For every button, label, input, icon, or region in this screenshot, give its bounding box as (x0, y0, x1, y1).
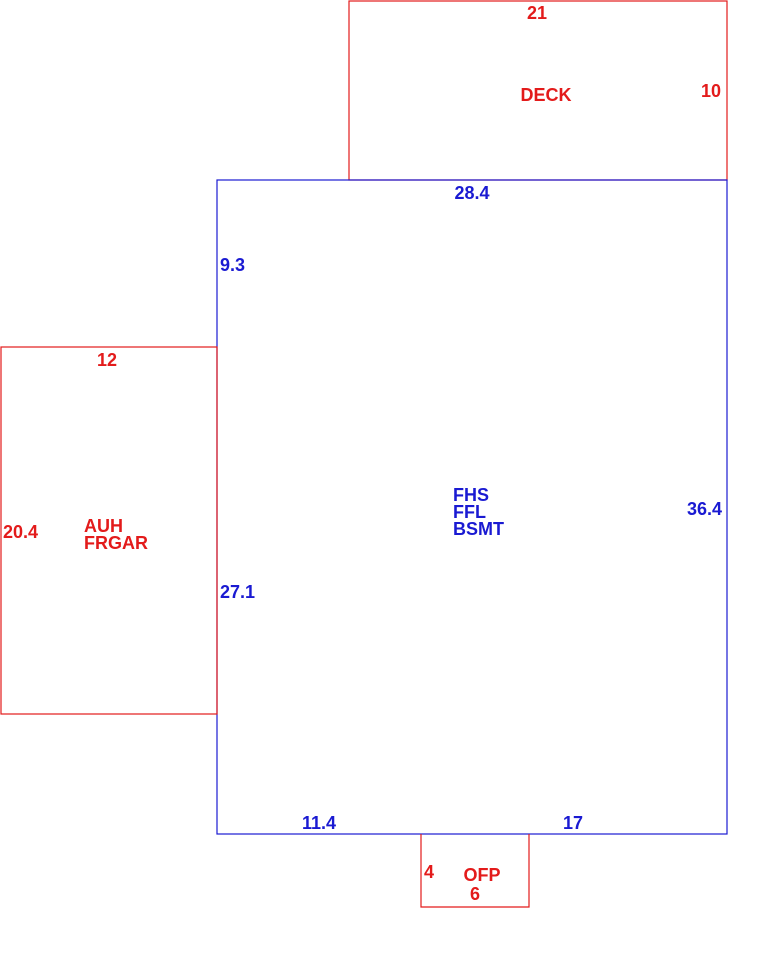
porch-dim-bottom: 6 (470, 884, 480, 904)
garage-dim-top: 12 (97, 350, 117, 370)
house-dim-left-upper: 9.3 (220, 255, 245, 275)
garage-label-frgar: FRGAR (84, 533, 148, 553)
deck-label: DECK (520, 85, 571, 105)
house-dim-bottom-left: 11.4 (302, 813, 336, 833)
house-label-fhs: FHS (453, 485, 489, 505)
porch-dim-left: 4 (424, 862, 434, 882)
house-dim-left-lower: 27.1 (220, 582, 255, 602)
house-dim-right: 36.4 (687, 499, 722, 519)
deck-dim-right: 10 (701, 81, 721, 101)
porch-label: OFP (463, 865, 500, 885)
garage-label-auh: AUH (84, 516, 123, 536)
house-label-bsmt: BSMT (453, 519, 504, 539)
porch-outline (420, 834, 530, 908)
garage-outline (0, 346, 218, 715)
deck-dim-top: 21 (527, 3, 547, 23)
house-label-ffl: FFL (453, 502, 486, 522)
garage-dim-left: 20.4 (3, 522, 38, 542)
house-dim-top: 28.4 (454, 183, 489, 203)
house-dim-bottom-right: 17 (563, 813, 583, 833)
